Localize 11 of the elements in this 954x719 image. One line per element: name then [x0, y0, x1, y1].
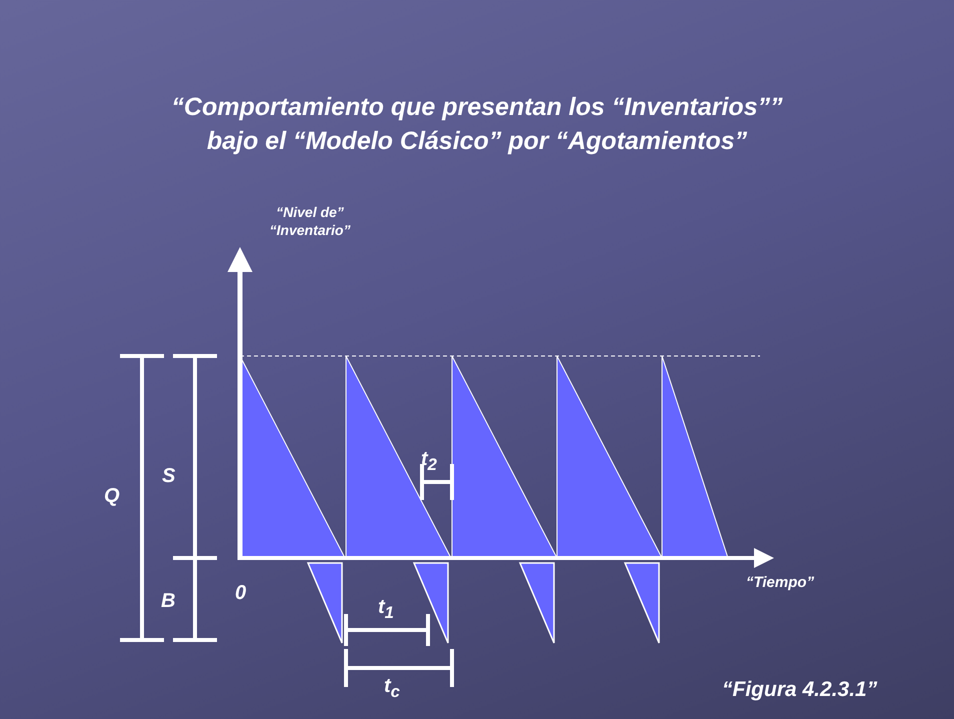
dimension-label: B [161, 590, 176, 613]
dimension-label: t$_{2}$ [421, 448, 437, 475]
axis-label: “Nivel de” “Inventario” [268, 203, 352, 239]
dimension-label: Q [104, 485, 120, 508]
figure-caption: “Figura 4.2.3.1” [722, 678, 878, 702]
origin-label: 0 [235, 582, 246, 605]
dimension-label: t$_{1}$ [378, 596, 394, 623]
dimension-label: t$_{c}$ [384, 675, 400, 702]
dimension-label: S [162, 465, 176, 488]
chart-title: “Comportamiento que presentan los “Inventarios”” bajo el “Modelo Clásico” por “Agotamientos” [170, 92, 784, 157]
axis-label: “Tiempo” [746, 574, 814, 591]
